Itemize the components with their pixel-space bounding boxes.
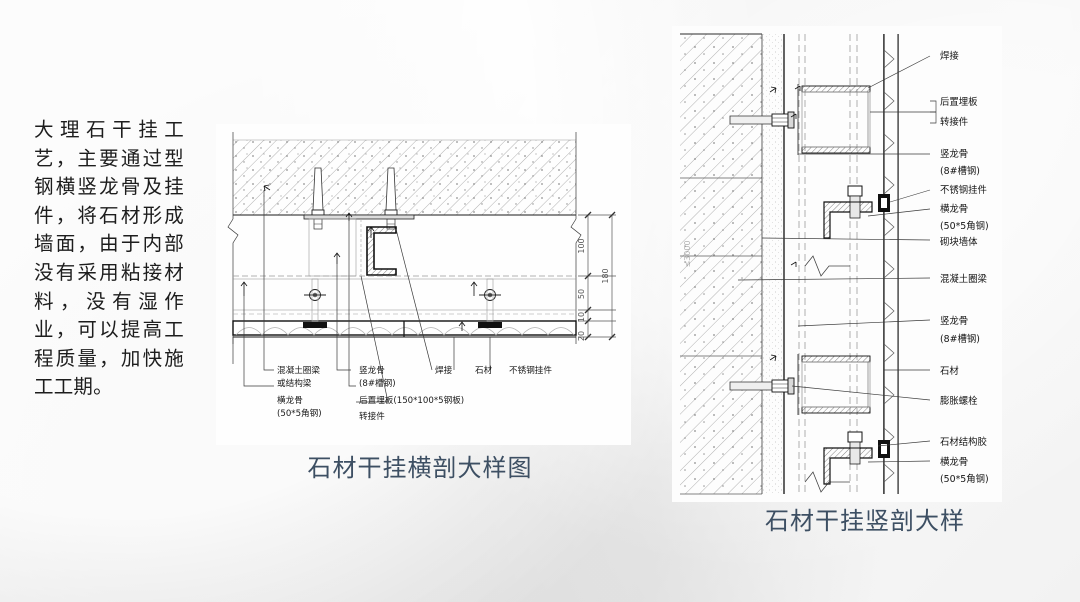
label-concrete-beam-line2: 或结构梁 (277, 377, 312, 389)
vsec-label-stone: 石材 (940, 365, 959, 377)
vsec-label-horizontal-keel-spec: (50*5角钢) (940, 220, 989, 232)
dim-180: 180 (601, 268, 610, 283)
dimension-chain (578, 211, 616, 341)
break-symbols (804, 255, 850, 493)
dim-20: 20 (577, 331, 586, 341)
label-stone: 石材 (475, 364, 493, 376)
label-stainless-hanger: 不锈钢挂件 (509, 364, 552, 376)
vsec-label-concrete-beam: 混凝土圈梁 (940, 273, 988, 285)
label-horizontal-keel-line1: 横龙骨 (277, 394, 303, 406)
horizontal-section-card: 100 180 50 10 20 混凝土圈梁 或结构梁 横龙骨 (50*5角钢)… (216, 124, 631, 445)
vertical-section-drawing: ≤3000 焊接 后置埋板 转接件 竖龙骨 (8#槽钢) 不锈钢挂件 横龙骨 (… (680, 33, 989, 495)
vertical-section-caption: 石材干挂竖剖大样 (765, 507, 965, 535)
horizontal-section-drawing: 100 180 50 10 20 混凝土圈梁 或结构梁 横龙骨 (50*5角钢)… (227, 132, 616, 422)
label-vertical-keel-line1: 竖龙骨 (359, 364, 385, 376)
vsec-label-connector: 转接件 (940, 116, 968, 128)
label-concrete-beam-line1: 混凝土圈梁 (277, 364, 320, 376)
vsec-leader-lines (737, 55, 937, 463)
lower-hanger-assembly (823, 431, 890, 485)
upper-connection-assembly (729, 84, 871, 155)
plaster-layer (761, 34, 785, 494)
vsec-label-welding: 焊接 (940, 50, 959, 62)
vsec-left-dimension: ≤3000 (683, 240, 692, 267)
vsec-label-vertical-keel-spec-2: (8#槽钢) (940, 333, 980, 345)
masonry-wall-hatch (680, 33, 762, 495)
vsec-label-horizontal-keel-2: 横龙骨 (940, 456, 968, 468)
vsec-label-horizontal-keel-spec-2: (50*5角钢) (940, 473, 989, 485)
label-embedded-plate: 后置埋板(150*100*5钢板) (359, 394, 464, 406)
dim-50: 50 (577, 289, 586, 299)
stainless-hanger-left (303, 278, 327, 328)
vsec-label-horizontal-keel: 横龙骨 (940, 203, 968, 215)
section-break-lines (227, 132, 582, 344)
label-vertical-keel-line2: (8#槽钢) (359, 377, 396, 389)
stone-cladding (883, 34, 899, 494)
vsec-label-expansion-bolt: 膨胀螺栓 (940, 395, 978, 407)
label-horizontal-keel-line2: (50*5角钢) (277, 407, 322, 419)
concrete-beam-hatch (233, 139, 576, 216)
vsec-label-vertical-keel-2: 竖龙骨 (940, 315, 968, 327)
intro-paragraph: 大理石干挂工艺，主要通过型钢横竖龙骨及挂件，将石材形成墙面，由于内部没有采用粘接… (34, 118, 184, 399)
vsec-label-vertical-keel-spec: (8#槽钢) (940, 165, 980, 177)
leader-lines (232, 190, 491, 403)
vsec-label-structural-adhesive: 石材结构胶 (940, 436, 987, 448)
stone-panel-assembly (232, 275, 577, 338)
cavity-guide-lines (798, 34, 858, 494)
label-welding: 焊接 (435, 364, 453, 376)
stainless-hanger-right (478, 278, 502, 328)
expansion-bolt-upper (729, 111, 795, 129)
vsec-label-vertical-keel: 竖龙骨 (940, 148, 968, 160)
upper-hanger-assembly (823, 185, 890, 239)
expansion-anchor-right (384, 167, 398, 230)
dim-100: 100 (577, 238, 586, 253)
dim-10: 10 (577, 312, 586, 322)
label-connector: 转接件 (359, 410, 385, 422)
vsec-arrow-marks (769, 85, 801, 362)
vertical-section-card: ≤3000 焊接 后置埋板 转接件 竖龙骨 (8#槽钢) 不锈钢挂件 横龙骨 (… (672, 26, 1002, 502)
horizontal-section-caption: 石材干挂横剖大样图 (307, 454, 533, 482)
vsec-label-embedded-plate: 后置埋板 (940, 96, 978, 108)
vsec-label-masonry-wall: 砌块墙体 (940, 236, 978, 248)
vsec-label-stainless-hanger: 不锈钢挂件 (940, 184, 987, 196)
